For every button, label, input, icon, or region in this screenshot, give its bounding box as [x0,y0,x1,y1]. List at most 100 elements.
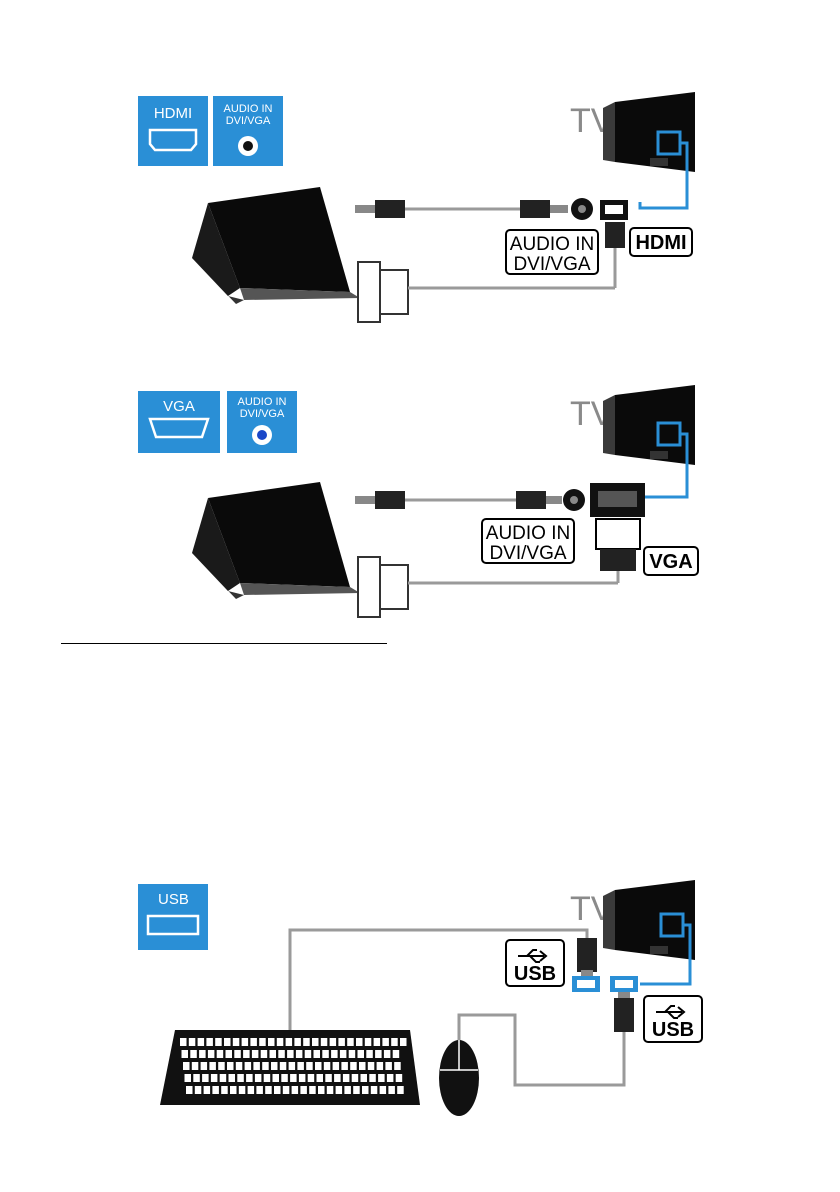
keyboard-key [375,1050,382,1058]
keyboard-key [356,1038,363,1046]
keyboard-key [193,1074,200,1082]
keyboard-key [218,1062,225,1070]
figure-hdmi-connection: HDMI AUDIO IN DVI/VGA TV [0,90,840,330]
tv-vga-port [590,483,645,583]
keyboard-key [182,1050,189,1058]
laptop-icon [192,187,360,304]
keyboard-key [201,1062,208,1070]
audio-port-label-2: DVI/VGA [240,408,285,420]
keyboard-key [314,1050,321,1058]
keyboard-key [204,1086,211,1094]
keyboard-key [262,1062,269,1070]
keyboard-key [256,1086,263,1094]
keyboard-key [321,1038,328,1046]
keyboard-key [192,1062,199,1070]
keyboard-key [341,1062,348,1070]
keyboard-key [265,1086,272,1094]
keyboard-key [245,1062,252,1070]
keyboard-key [246,1074,253,1082]
keyboard-key [400,1038,407,1046]
keyboard-key [270,1050,277,1058]
keyboard-key [318,1086,325,1094]
keyboard-key [358,1050,365,1058]
keyboard-key [300,1086,307,1094]
keyboard-key [198,1038,205,1046]
keyboard-key [308,1074,315,1082]
keyboard-key [286,1038,293,1046]
keyboard-key [186,1086,193,1094]
audio-port-label-2: DVI/VGA [226,115,271,127]
keyboard-key [202,1074,209,1082]
callout-usb-1: USB [506,940,564,986]
keyboard-key [224,1038,231,1046]
keyboard-key [255,1074,262,1082]
keyboard-key [199,1050,206,1058]
keyboard-key [297,1062,304,1070]
keyboard-key [253,1062,260,1070]
keyboard-key [268,1038,275,1046]
keyboard-key [322,1050,329,1058]
keyboard-key [287,1050,294,1058]
figure-vga-connection: VGA AUDIO IN DVI/VGA TV [0,385,840,625]
keyboard-key [212,1086,219,1094]
vga-port-label: VGA [163,398,195,415]
callout-vga-label: VGA [649,551,692,573]
keyboard-key [180,1038,187,1046]
keyboard-key [334,1074,341,1082]
keyboard-key [248,1086,255,1094]
keyboard-key [338,1038,345,1046]
keyboard-key [259,1038,266,1046]
keyboard-key [195,1086,202,1094]
dvi-cable [358,557,618,617]
keyboard-key [387,1074,394,1082]
callout-hdmi: HDMI [630,228,692,256]
keyboard-key [271,1062,278,1070]
keyboard-key [280,1062,287,1070]
keyboard-key [206,1038,213,1046]
keyboard-key [385,1062,392,1070]
keyboard-key [352,1074,359,1082]
usb-port-badge: USB [138,884,208,950]
keyboard-key [292,1086,299,1094]
keyboard-key [226,1050,233,1058]
keyboard-key [362,1086,369,1094]
callout-usb-2-label: USB [652,1019,694,1041]
keyboard-key [233,1038,240,1046]
usb-plug-2 [614,998,634,1032]
hdmi-plug [605,222,625,248]
callout-hdmi-label: HDMI [635,232,686,254]
callout-audio-in: AUDIO IN DVI/VGA [482,519,574,564]
hdmi-port-label: HDMI [154,105,192,122]
keyboard-key [296,1050,303,1058]
keyboard-key [208,1050,215,1058]
keyboard-key [303,1038,310,1046]
keyboard-key [221,1086,228,1094]
keyboard-key [309,1086,316,1094]
callout-audio-in: AUDIO IN DVI/VGA [506,230,598,275]
keyboard-key [382,1038,389,1046]
callout-audio-line-1: AUDIO IN [486,523,570,544]
callout-usb-2: USB [644,996,702,1042]
keyboard-icon [160,1030,420,1105]
keyboard-key [324,1062,331,1070]
keyboard-key [325,1074,332,1082]
keyboard-key [299,1074,306,1082]
keyboard-key [359,1062,366,1070]
keyboard-key [229,1074,236,1082]
keyboard-key [366,1050,373,1058]
keyboard-key [377,1062,384,1070]
usb-plug-1 [577,938,597,972]
keyboard-key [388,1086,395,1094]
keyboard-key [281,1074,288,1082]
keyboard-key [289,1062,296,1070]
figure-usb-connection: USB TV USB USB [0,880,840,1120]
keyboard-key [306,1062,313,1070]
callout-vga: VGA [644,547,698,575]
keyboard-key [349,1050,356,1058]
callout-usb-1-label: USB [514,963,556,985]
keyboard-key [237,1074,244,1082]
keyboard-key [274,1086,281,1094]
keyboard-key [234,1050,241,1058]
keyboard-key [353,1086,360,1094]
keyboard-key [396,1074,403,1082]
